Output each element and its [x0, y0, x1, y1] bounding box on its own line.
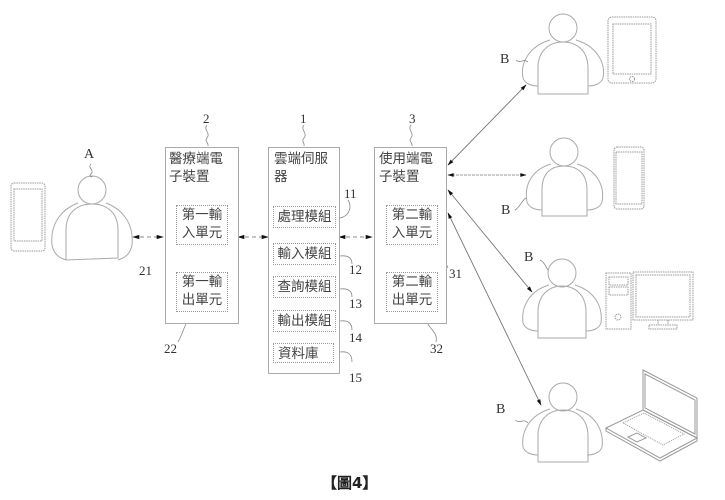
first-input-unit-ref: 21 — [139, 263, 152, 278]
patient-label-leader — [89, 163, 93, 178]
second-output-unit: 第二輸 出單元 — [386, 272, 438, 312]
second-output-unit-line1: 第二輸 — [391, 274, 433, 290]
first-output-unit: 第一輸 出單元 — [176, 272, 228, 312]
arrow-user-device-to-user-4 — [447, 212, 542, 406]
desktop-computer-icon — [605, 271, 694, 330]
patient-person-icon — [51, 175, 133, 261]
first-output-unit-ref: 22 — [164, 341, 177, 356]
patient-smartphone-icon — [10, 182, 46, 252]
first-input-unit-line1: 第一輸 — [181, 207, 223, 223]
processing-module-ref: 11 — [344, 186, 357, 201]
user-device-title-2: 子裝置 — [379, 169, 420, 185]
cloud-server-title-1: 雲端伺服 — [274, 151, 328, 167]
medical-device-title-1: 醫療端電 — [169, 151, 223, 167]
user-device-title-1: 使用端電 — [379, 151, 433, 167]
output-module: 輸出模組 — [273, 310, 336, 332]
user-2-smartphone-icon — [613, 146, 645, 210]
user-3-label: B — [524, 250, 534, 265]
user-device-box: 使用端電 子裝置 第二輸 入單元 第二輸 出單元 — [374, 147, 447, 324]
laptop-icon — [604, 369, 699, 462]
query-module-ref: 13 — [349, 296, 362, 311]
query-module: 查詢模組 — [273, 276, 336, 298]
input-module: 輸入模組 — [273, 243, 336, 265]
user-2-person-icon — [525, 137, 604, 217]
tablet-icon — [607, 16, 657, 84]
first-output-unit-line1: 第一輸 — [181, 274, 223, 290]
user-4-label: B — [496, 402, 506, 417]
database-ref: 15 — [349, 370, 362, 385]
reference-leaders — [177, 124, 449, 363]
patient-label: A — [84, 147, 95, 162]
output-module-ref: 14 — [349, 330, 362, 345]
first-input-unit-line2: 入單元 — [181, 225, 223, 241]
user-3-person-icon — [522, 258, 602, 339]
second-output-unit-line2: 出單元 — [391, 292, 433, 308]
processing-module: 處理模組 — [273, 206, 336, 228]
cloud-server-box: 雲端伺服 器 處理模組 輸入模組 查詢模組 輸出模組 資料庫 — [268, 147, 340, 374]
first-input-unit: 第一輸 入單元 — [176, 205, 228, 245]
user-1-label: B — [500, 52, 510, 67]
user-device-ref: 3 — [409, 111, 416, 126]
figure-caption: 【圖4】 — [322, 474, 378, 492]
medical-device-title-2: 子裝置 — [169, 169, 210, 185]
second-output-unit-ref: 32 — [430, 341, 443, 356]
cloud-server-title-2: 器 — [274, 169, 288, 185]
medical-device-box: 醫療端電 子裝置 第一輸 入單元 第一輸 出單元 — [165, 147, 239, 324]
user-1-person-icon — [521, 13, 605, 95]
second-input-unit-ref: 31 — [449, 266, 462, 281]
second-input-unit-line1: 第二輸 — [391, 207, 433, 223]
arrow-user-device-to-user-1 — [447, 84, 527, 166]
first-output-unit-line2: 出單元 — [181, 292, 223, 308]
user-4-person-icon — [522, 382, 603, 463]
input-module-ref: 12 — [349, 262, 362, 277]
cloud-server-ref: 1 — [300, 111, 307, 126]
database: 資料庫 — [273, 343, 334, 363]
second-input-unit-line2: 入單元 — [391, 225, 433, 241]
user-2-label: B — [501, 203, 511, 218]
medical-device-ref: 2 — [203, 111, 210, 126]
second-input-unit: 第二輸 入單元 — [386, 205, 438, 245]
